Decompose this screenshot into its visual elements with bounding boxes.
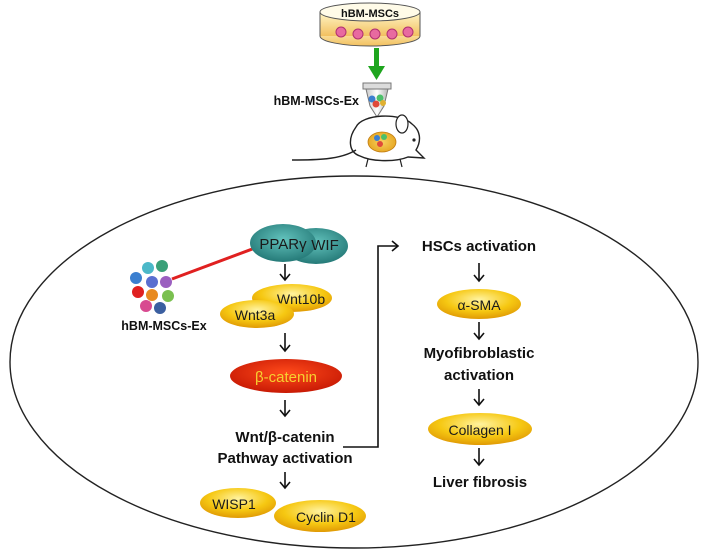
wif-label: WIF xyxy=(311,237,339,254)
down-arrow-icon xyxy=(279,264,291,282)
wisp1-node xyxy=(200,488,276,518)
ppar-label: PPARγ xyxy=(259,236,307,253)
mouse-icon xyxy=(291,114,426,168)
pathway-activation-line2: Pathway activation xyxy=(217,450,352,467)
cell-boundary xyxy=(9,175,699,549)
down-arrow-icon xyxy=(473,322,485,341)
wnt3a-label: Wnt3a xyxy=(235,307,276,323)
collagen-node xyxy=(428,413,532,445)
beta-catenin-label: β-catenin xyxy=(255,369,317,386)
wnt10b-label: Wnt10b xyxy=(277,291,325,307)
top-exosome-label: hBM-MSCs-Ex xyxy=(274,94,359,108)
culture-dish: hBM-MSCs xyxy=(319,2,421,47)
myofibroblastic-line1: Myofibroblastic xyxy=(424,345,535,362)
wnt3a-node xyxy=(220,300,294,328)
sma-label: α-SMA xyxy=(457,297,501,313)
inhibition-line xyxy=(171,233,265,281)
cyclin-node xyxy=(274,500,366,532)
centrifuge-tube-icon xyxy=(362,82,392,118)
connector-arrow xyxy=(343,240,400,448)
green-down-arrow-icon xyxy=(368,48,385,80)
cell-dots xyxy=(335,26,414,40)
cyclin-label: Cyclin D1 xyxy=(296,509,356,525)
down-arrow-icon xyxy=(279,333,291,353)
ppar-node xyxy=(250,224,316,262)
exosome-cluster-icon xyxy=(130,260,174,314)
dish-label: hBM-MSCs xyxy=(341,8,399,20)
beta-catenin-node xyxy=(230,359,342,393)
sma-node xyxy=(437,289,521,319)
down-arrow-icon xyxy=(473,389,485,407)
liver-fibrosis-label: Liver fibrosis xyxy=(433,474,527,491)
down-arrow-icon xyxy=(279,400,291,418)
hsc-activation-label: HSCs activation xyxy=(422,238,536,255)
left-exosome-label: hBM-MSCs-Ex xyxy=(121,319,206,333)
down-arrow-icon xyxy=(279,472,291,490)
wisp1-label: WISP1 xyxy=(212,496,256,512)
myofibroblastic-line2: activation xyxy=(444,367,514,384)
collagen-label: Collagen I xyxy=(448,422,511,438)
down-arrow-icon xyxy=(473,448,485,467)
down-arrow-icon xyxy=(473,263,485,283)
pathway-activation-line1: Wnt/β-catenin xyxy=(235,429,334,446)
